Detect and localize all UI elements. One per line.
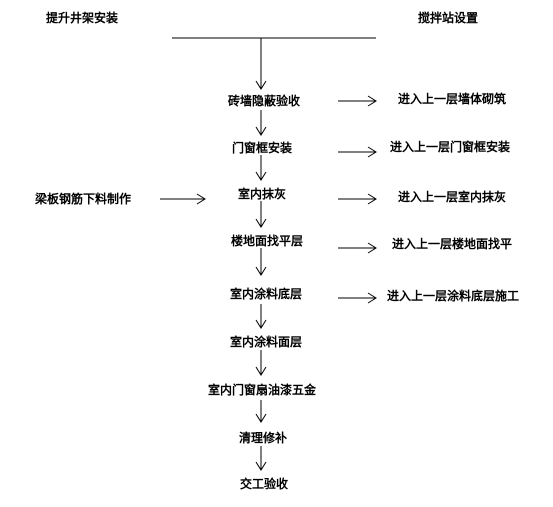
step-9: 交工验收 [239,477,289,491]
label-side-input: 梁板钢筋下料制作 [35,192,132,206]
next-floor-5: 进入上一层涂料底层施工 [387,289,520,303]
step-3: 室内抹灰 [237,187,287,201]
step-8: 清理修补 [238,431,288,445]
step-1: 砖墙隐蔽验收 [227,94,301,108]
label-hoist-installation: 提升井架安装 [46,11,119,25]
next-floor-4: 进入上一层楼地面找平 [392,237,513,251]
step-2: 门窗框安装 [231,141,293,155]
step-5: 室内涂料底层 [229,287,303,301]
next-floor-2: 进入上一层门窗框安装 [390,140,511,154]
step-4: 楼地面找平层 [230,234,304,248]
step-7: 室内门窗扇油漆五金 [207,383,317,397]
label-mixing-station: 搅拌站设置 [418,11,479,25]
step-6: 室内涂料面层 [229,335,303,349]
next-floor-1: 进入上一层墙体砌筑 [398,92,507,106]
next-floor-3: 进入上一层室内抹灰 [398,190,507,204]
arrowhead-0 [255,80,267,90]
